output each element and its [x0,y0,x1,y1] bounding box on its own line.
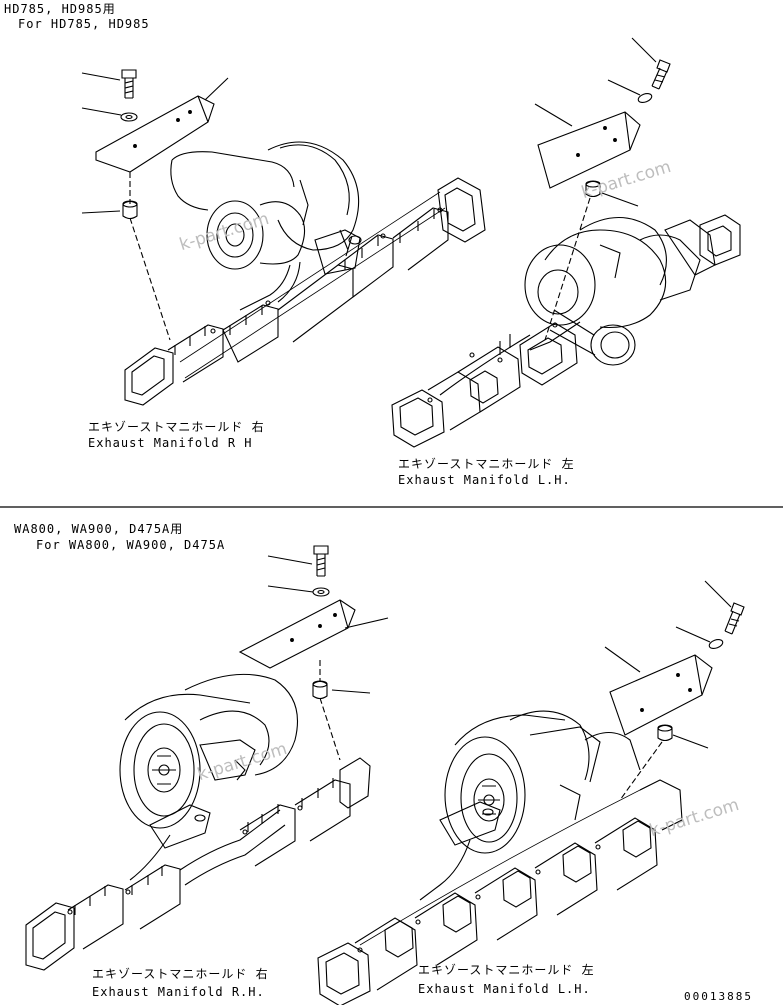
left-manifold-label-jp: エキゾーストマニホールド 左 [398,457,575,471]
section-heading-en: For WA800, WA900, D475A [36,538,226,552]
bottom-left-hand-assembly [317,580,745,1005]
bolt [724,602,745,635]
bolt [121,69,137,99]
turbocharger [419,710,641,901]
spacer [657,724,673,742]
heat-shield [95,95,215,173]
exhaust-manifold-lh [391,322,578,448]
section-heading-jp: HD785, HD985用 [4,2,116,16]
washer [312,587,330,597]
heat-shield [537,111,641,189]
drawing-number: 00013885 [684,990,753,1003]
exhaust-manifold-rh [124,177,486,406]
section-heading-en: For HD785, HD985 [18,17,150,31]
turbocharger [119,673,299,849]
heat-shield [609,654,713,736]
left-manifold-label-en: Exhaust Manifold L.H. [418,982,591,996]
section-heading-jp: WA800, WA900, D475A用 [14,522,184,536]
top-left-hand-assembly [391,37,741,448]
heat-shield [238,599,356,669]
washer [637,92,653,104]
left-manifold-label-jp: エキゾーストマニホールド 左 [418,963,595,977]
right-manifold-label-jp: エキゾーストマニホールド 右 [92,967,269,981]
bottom-right-hand-assembly [25,545,389,971]
washer [708,638,724,650]
turbocharger [170,141,362,311]
exhaust-manifold-lh [317,779,683,1005]
turbocharger [524,214,741,366]
washer [120,112,138,122]
bolt [313,545,329,577]
right-manifold-label-en: Exhaust Manifold R H [88,436,253,450]
bolt [651,59,671,90]
top-right-hand-assembly [81,69,486,406]
right-manifold-label-en: Exhaust Manifold R.H. [92,985,265,999]
spacer [122,200,138,220]
exhaust-manifold-rh [25,757,371,971]
left-manifold-label-en: Exhaust Manifold L.H. [398,473,571,487]
right-manifold-label-jp: エキゾーストマニホールド 右 [88,420,265,434]
spacer [585,180,601,198]
spacer [312,680,328,700]
